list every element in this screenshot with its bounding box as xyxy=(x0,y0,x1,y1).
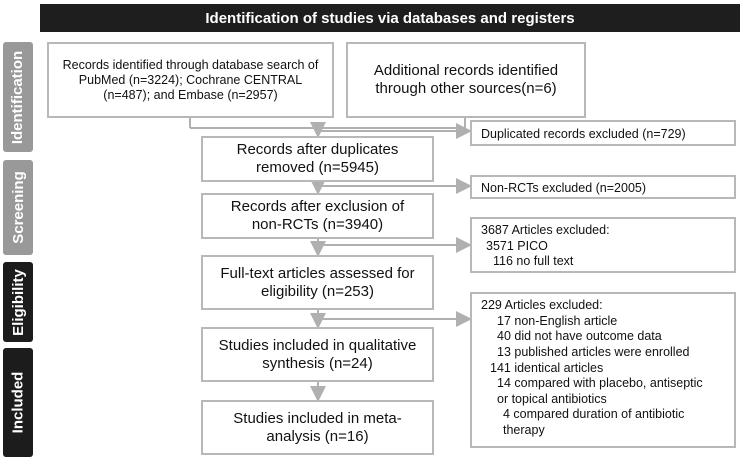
phase-eligibility: Eligibility xyxy=(3,262,33,342)
eligibility-excluded-item: 4 compared duration of antibiotic therap… xyxy=(503,407,685,437)
other-sources-box: Additional records identified through ot… xyxy=(346,42,586,118)
duplicates-excluded-box: Duplicated records excluded (n=729) xyxy=(470,120,736,146)
eligibility-excluded-box: 229 Articles excluded: 17 non-English ar… xyxy=(470,292,736,448)
eligibility-excluded-item: 14 compared with placebo, antiseptic or … xyxy=(497,376,703,406)
eligibility-excluded-item: 17 non-English article xyxy=(497,313,618,328)
phase-included: Included xyxy=(3,348,33,457)
screening-excluded-title: 3687 Articles excluded: xyxy=(481,223,610,237)
eligibility-excluded-item: 13 published articles were enrolled xyxy=(497,344,690,359)
eligibility-excluded-title: 229 Articles excluded: xyxy=(481,298,603,312)
qualitative-box: Studies included in qualitative synthesi… xyxy=(201,327,434,382)
after-duplicates-box: Records after duplicates removed (n=5945… xyxy=(201,136,434,182)
screening-excluded-box: 3687 Articles excluded: 3571 PICO 116 no… xyxy=(470,217,736,273)
database-search-box: Records identified through database sear… xyxy=(47,42,334,118)
screening-excluded-item: 3571 PICO xyxy=(486,238,548,253)
phase-identification: Identification xyxy=(3,42,33,152)
meta-analysis-box: Studies included in meta-analysis (n=16) xyxy=(201,400,434,455)
non-rcts-excluded-box: Non-RCTs excluded (n=2005) xyxy=(470,175,736,199)
eligibility-excluded-item: 141 identical articles xyxy=(490,360,604,375)
after-non-rct-box: Records after exclusion of non-RCTs (n=3… xyxy=(201,193,434,239)
full-text-box: Full-text articles assessed for eligibil… xyxy=(201,255,434,310)
screening-excluded-item: 116 no full text xyxy=(493,254,574,269)
phase-screening: Screening xyxy=(3,160,33,255)
eligibility-excluded-item: 40 did not have outcome data xyxy=(497,329,662,344)
banner-title: Identification of studies via databases … xyxy=(40,4,740,32)
